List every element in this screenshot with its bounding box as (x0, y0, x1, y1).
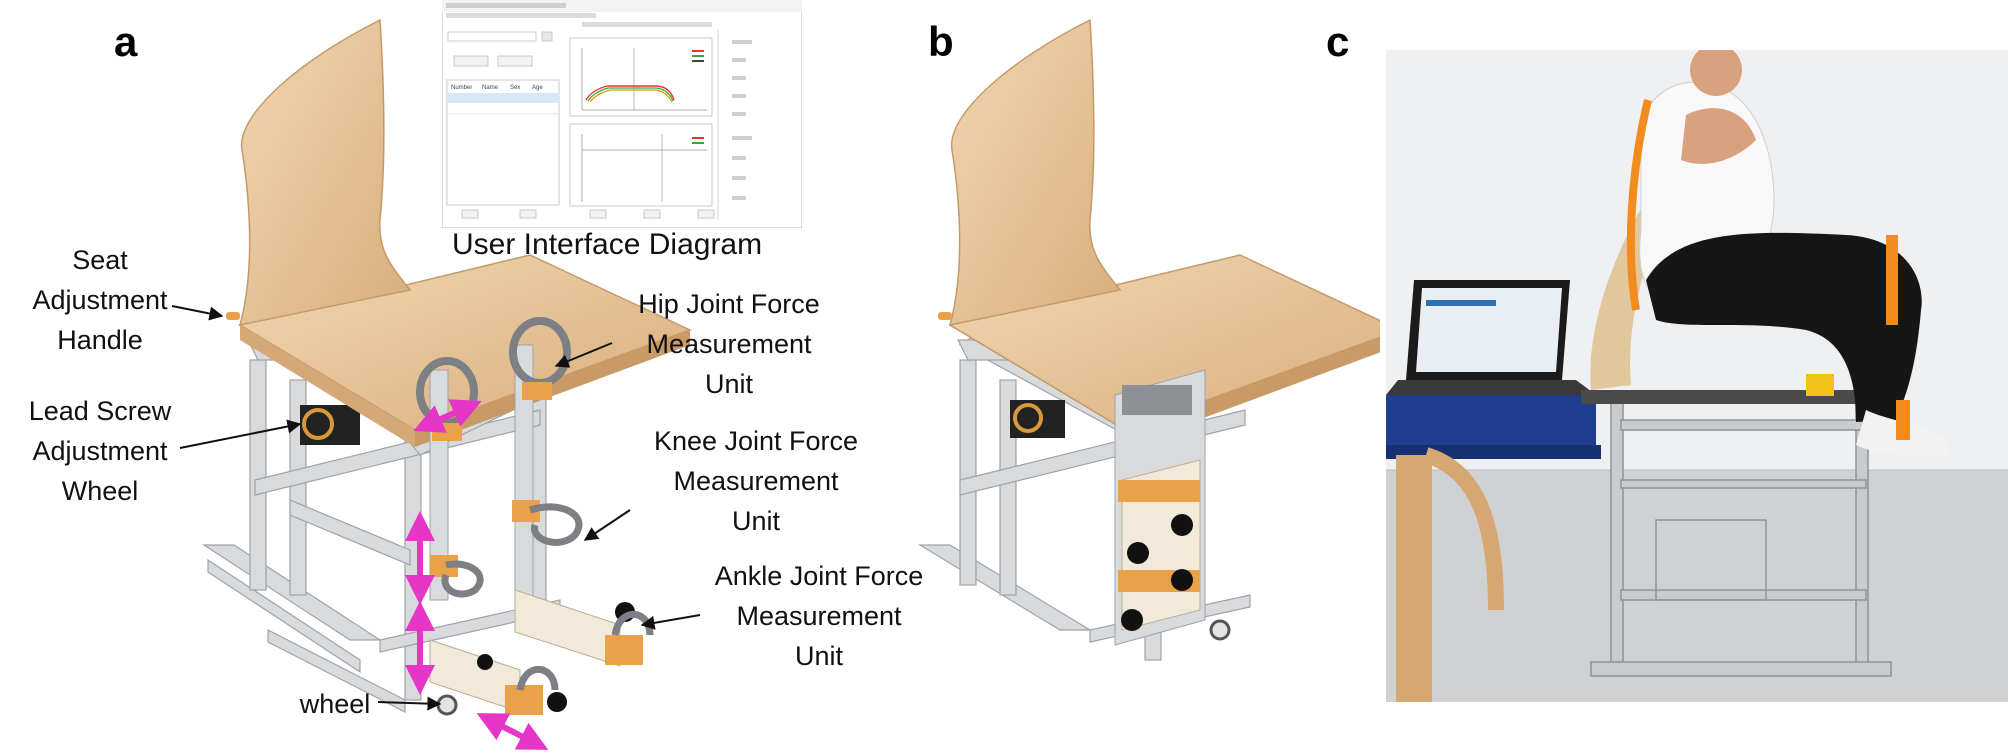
knee-force-unit (430, 500, 583, 598)
user-table-header: Number Name Sex Age (451, 85, 543, 91)
ui-caption: User Interface Diagram (452, 228, 763, 261)
chair-render-b (917, 18, 1380, 661)
lead-screw-wheel-icon (302, 408, 334, 440)
callout-leaders (171, 305, 701, 711)
panel-label-b: b (928, 18, 954, 65)
table-header-sex: Sex (510, 85, 520, 91)
table-header-age: Age (532, 85, 543, 91)
callout-knee: Knee Joint Force Measurement Unit (653, 426, 859, 536)
folded-leg-units (1114, 369, 1231, 646)
table-header-number: Number (451, 85, 472, 91)
photo-participant-c (1386, 50, 2008, 702)
callout-seat-handle: Seat Adjustment Handle (32, 245, 168, 355)
panel-label-c: c (1326, 18, 1350, 65)
ui-screenshot: Number Name Sex Age (442, 0, 802, 228)
wheel-icon (436, 694, 458, 716)
backrest-a (238, 18, 412, 326)
table-header-name: Name (482, 85, 499, 91)
panel-label-a: a (114, 18, 138, 65)
callout-wheel: wheel (299, 689, 371, 719)
callout-hip: Hip Joint Force Measurement Unit (638, 289, 820, 399)
ankle-force-unit (429, 589, 654, 715)
callout-ankle: Ankle Joint Force Measurement Unit (714, 561, 924, 671)
chair-render-a (171, 18, 701, 750)
callout-lead-screw: Lead Screw Adjustment Wheel (28, 396, 172, 506)
adjustment-arrows (405, 399, 549, 750)
seat-handle-icon (226, 312, 240, 320)
